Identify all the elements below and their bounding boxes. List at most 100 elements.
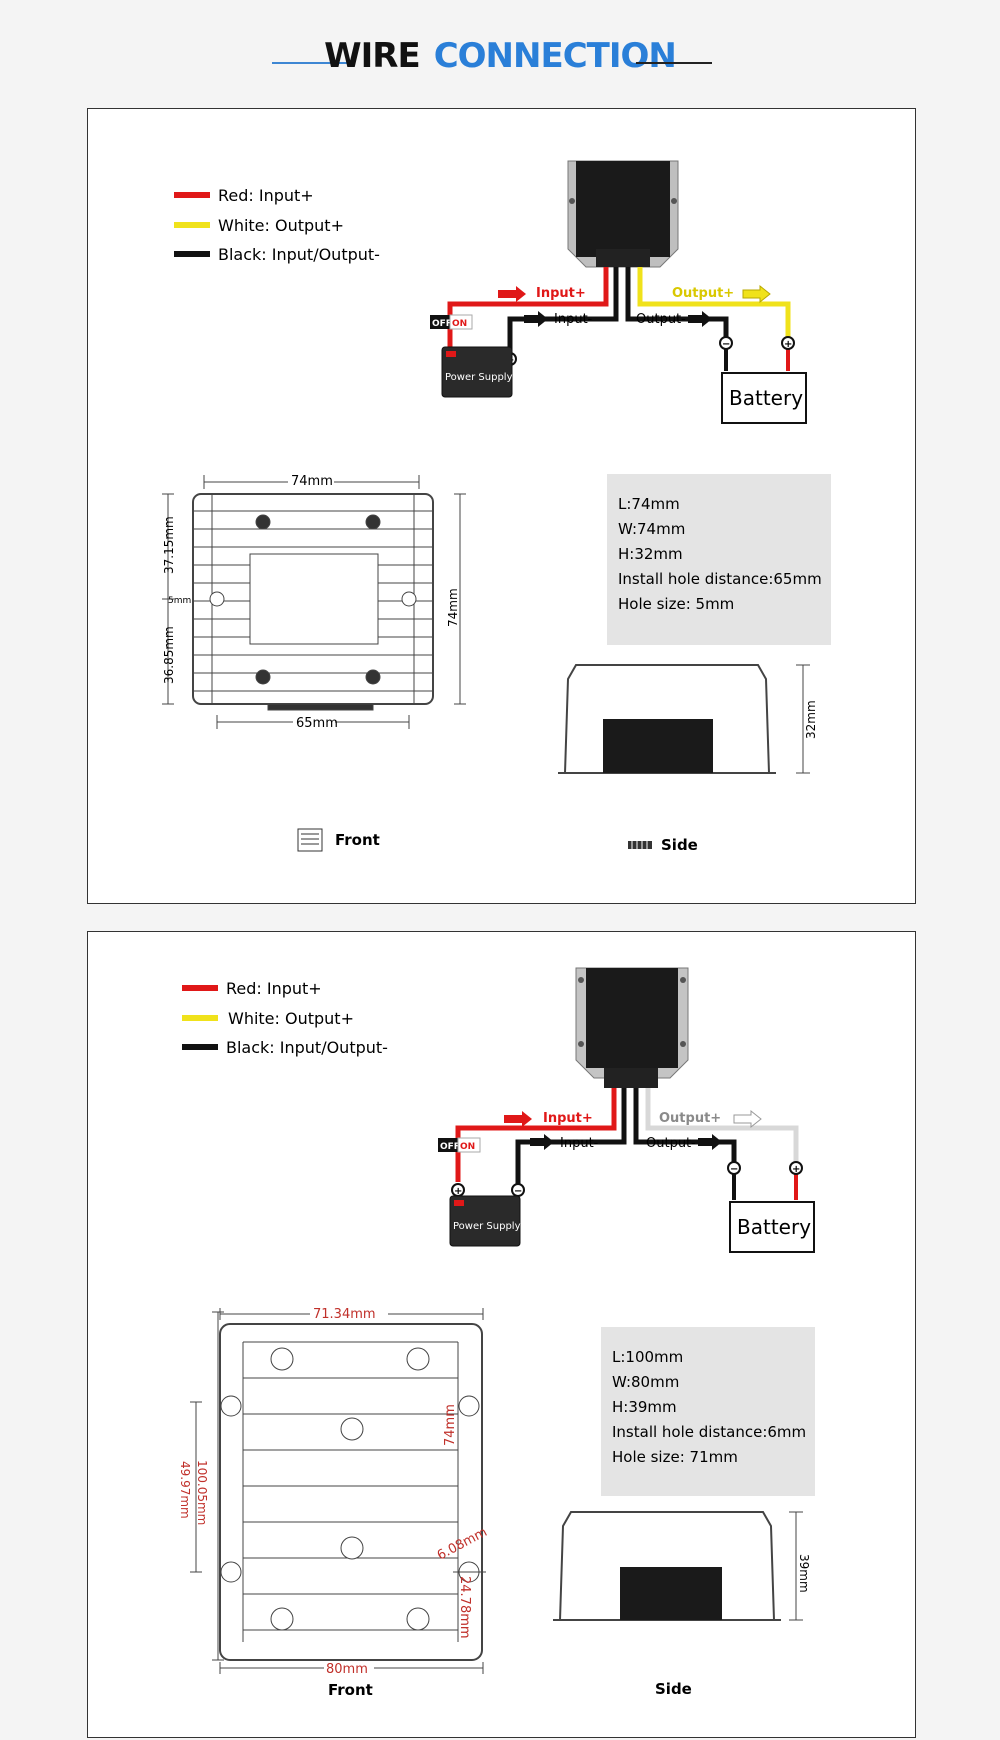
battery: − + Battery [727,1161,815,1253]
dim-top-width: 71.34mm [313,1307,376,1322]
legend-red-label: Red: Input+ [218,186,314,205]
dim-left-outer: 100.05mm [195,1460,209,1525]
label-input-plus: Input+ [543,1111,593,1126]
side-view-drawing [558,664,810,774]
arrow-output-minus [688,311,712,327]
front-view-drawing [190,1308,486,1674]
side-view-drawing [553,1511,803,1621]
switch-on-label: ON [460,1142,475,1152]
arrow-input-minus [524,311,548,327]
dim-side-height: 32mm [804,700,818,739]
spec-length: L:74mm [618,495,680,513]
wire-output-plus [645,1088,799,1162]
label-input-minus: Input- [554,312,593,327]
label-input-minus: Input- [560,1136,599,1151]
front-view-drawing [162,475,466,729]
spec-height: H:32mm [618,545,683,563]
battery: − + Battery [719,336,807,424]
dim-upper-height: 37.15mm [162,516,176,574]
battery-plus-terminal: + [792,1164,800,1175]
spec-hole-size: Hole size: 5mm [618,595,734,613]
spec-height: H:39mm [612,1398,677,1416]
legend: Red: Input+ White: Output+ Black: Input/… [174,186,380,264]
dim-left-inner: 49.97mm [178,1461,192,1519]
legend-black-label: Black: Input/Output- [226,1038,388,1057]
dim-right-lower: 24.78mm [457,1576,472,1639]
side-label: Side [661,836,698,854]
legend-red-swatch [182,985,218,991]
front-view-dim-labels: 71.34mm 100.05mm 49.97mm 74mm 6.08mm 24.… [178,1306,490,1677]
header: WIRE CONNECTION [0,0,1000,110]
wire-output-minus [633,1088,737,1162]
label-output-plus: Output+ [672,286,734,301]
dim-hole: 5mm [168,596,191,606]
converter-heatsink [586,968,678,1068]
converter-module [575,967,689,1088]
legend-white-label: White: Output+ [218,216,344,235]
switch-off-label: OFF [432,319,452,329]
legend-red-label: Red: Input+ [226,979,322,998]
view-labels: Front Side [328,1680,692,1699]
off-on-switch: OFF ON [438,1137,481,1153]
spec-box-bg [607,474,831,645]
label-output-plus: Output+ [659,1111,721,1126]
spec-box: L:74mm W:74mm H:32mm Install hole distan… [607,474,831,645]
legend-white-label: White: Output+ [228,1009,354,1028]
side-view-icon [628,841,652,849]
legend-yellow-swatch [182,1015,218,1021]
legend-black-label: Black: Input/Output- [218,245,380,264]
power-supply: + − Power Supply [441,346,517,398]
wire-output-minus [625,267,729,337]
legend-black-swatch [182,1044,218,1050]
switch-off-label: OFF [440,1142,460,1152]
battery-label: Battery [729,386,803,410]
legend-yellow-swatch [174,222,210,228]
dim-side-height: 39mm [797,1554,811,1593]
spec-width: W:74mm [618,520,685,538]
power-supply-label: Power Supply [445,372,513,383]
arrow-output-plus [742,284,771,304]
header-right-rule [636,62,712,64]
battery-label: Battery [737,1215,811,1239]
spec-hole-distance: Install hole distance:6mm [612,1423,806,1441]
converter-module [567,160,679,268]
legend-black-swatch [174,251,210,257]
label-output-minus: Output- [646,1136,696,1151]
front-center-plate [249,553,379,645]
wires [455,1088,799,1200]
spec-box-bg [601,1327,815,1496]
dim-bottom-width: 80mm [326,1662,368,1677]
panel-2-diagram: Red: Input+ White: Output+ Black: Input/… [178,967,815,1699]
view-labels: Front Side [297,828,698,854]
side-terminal-block [603,719,713,773]
wire-labels: Input+ Output+ Input- Output- [504,1109,762,1151]
dim-bottom-width: 65mm [296,716,338,731]
spec-width: W:80mm [612,1373,679,1391]
arrow-output-plus [733,1109,762,1129]
spec-box: L:100mm W:80mm H:39mm Install hole dista… [601,1327,815,1496]
panel-1: Red: Input+ White: Output+ Black: Input/… [87,108,916,904]
switch-on-label: ON [452,319,467,329]
wire-labels: Input+ Output+ Input- Output- [498,284,771,327]
panel-2: Red: Input+ White: Output+ Black: Input/… [87,931,916,1738]
power-supply-label: Power Supply [453,1221,521,1232]
dim-top-width: 74mm [291,474,333,489]
off-on-switch: OFF ON [430,314,473,330]
spec-length: L:100mm [612,1348,683,1366]
legend-red-swatch [174,192,210,198]
wire-input-minus [507,267,619,362]
spec-hole-distance: Install hole distance:65mm [618,570,822,588]
front-label: Front [328,1681,373,1699]
arrow-output-minus [698,1134,722,1150]
ps-minus-terminal: − [514,1186,522,1197]
arrow-input-plus [498,286,526,302]
wire-input-plus [447,267,609,354]
dim-lower-height: 36.85mm [162,626,176,684]
title-word-wire: WIRE [324,36,421,76]
legend: Red: Input+ White: Output+ Black: Input/… [182,979,388,1057]
arrow-input-plus [504,1111,532,1127]
front-outline [219,1323,483,1661]
battery-minus-terminal: − [722,339,730,350]
ps-plus-terminal: + [454,1186,462,1197]
title-word-connection: CONNECTION [433,36,677,76]
